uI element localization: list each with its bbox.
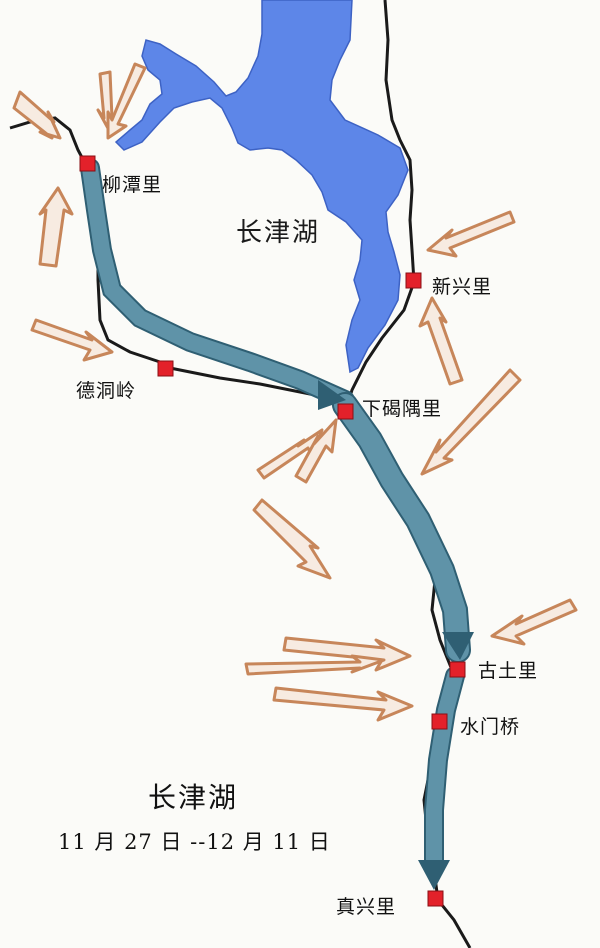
attack-arrow: [294, 418, 338, 484]
attack-arrow: [12, 90, 62, 140]
attack-arrow: [426, 210, 516, 258]
marker-xinxingli: [405, 272, 422, 289]
attack-arrow: [244, 654, 386, 676]
marker-dedongling: [157, 360, 174, 377]
place-label-zhenxingli: 真兴里: [336, 896, 397, 918]
marker-gutuli: [449, 661, 466, 678]
attack-arrow: [38, 186, 74, 268]
place-label-liutanli: 柳潭里: [102, 174, 163, 196]
map-caption-dates: 11 月 27 日 --12 月 11 日: [58, 830, 331, 854]
place-label-shuimenqiao: 水门桥: [460, 716, 521, 738]
map-caption-title: 长津湖: [148, 781, 239, 814]
route-arrowhead-2: [442, 632, 474, 660]
marker-zhenxingli: [427, 890, 444, 907]
route-arrowhead-3: [418, 860, 450, 890]
marker-xiajieyuli: [337, 403, 354, 420]
place-label-dedongling: 德洞岭: [76, 380, 137, 402]
marker-shuimenqiao: [431, 713, 448, 730]
attack-arrow: [272, 686, 414, 722]
attack-arrow: [282, 636, 412, 672]
attack-arrow: [420, 368, 522, 476]
place-label-xinxingli: 新兴里: [432, 276, 493, 298]
lake-label: 长津湖: [236, 218, 321, 248]
place-label-xiajieyuli: 下碣隅里: [362, 398, 443, 420]
attack-arrows: [12, 62, 578, 722]
attack-arrow: [106, 62, 147, 140]
attack-arrow: [490, 598, 578, 646]
town-markers: [79, 155, 466, 907]
route-arrowhead-1: [318, 380, 346, 410]
marker-liutanli: [79, 155, 96, 172]
attack-arrow: [30, 318, 114, 362]
attack-arrow: [252, 498, 332, 580]
attack-arrow: [418, 296, 464, 386]
withdrawal-route: [80, 158, 474, 890]
place-label-gutuli: 古土里: [478, 660, 539, 682]
changjin-lake: [114, 0, 409, 374]
